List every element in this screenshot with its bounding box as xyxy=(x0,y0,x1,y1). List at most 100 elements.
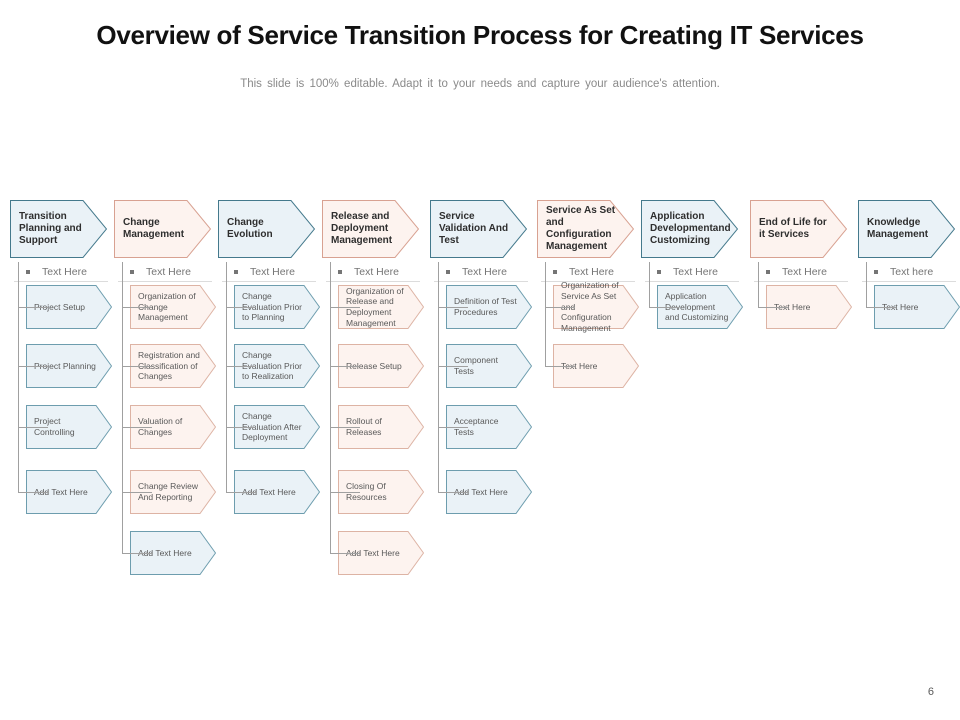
connector-branch-line xyxy=(438,307,468,308)
stage-bullet-item[interactable]: Text Here xyxy=(14,263,110,280)
substep-arrow[interactable]: Add Text Here xyxy=(338,531,424,575)
stage-header-arrow[interactable]: Change Evolution xyxy=(218,200,315,258)
stage-header-arrow[interactable]: Release and Deployment Management xyxy=(322,200,419,258)
stage-header-arrow[interactable]: Knowledge Management xyxy=(858,200,955,258)
connector-branch-line xyxy=(545,307,575,308)
stage-header-arrow-label: Application Developmentand Customizing xyxy=(650,211,731,246)
substep-arrow-label: Rollout of Releases xyxy=(346,416,382,437)
substep-arrow[interactable]: Change Evaluation After Deployment xyxy=(234,405,320,449)
substep-arrow[interactable]: Add Text Here xyxy=(234,470,320,514)
arrow-shape xyxy=(446,405,532,449)
substep-arrow[interactable]: Project Planning xyxy=(26,344,112,388)
stage-bullet-item[interactable]: Text Here xyxy=(645,263,741,280)
substep-arrow[interactable]: Change Evaluation Prior to Realization xyxy=(234,344,320,388)
substep-arrow[interactable]: Change Evaluation Prior to Planning xyxy=(234,285,320,329)
substep-arrow-label: Add Text Here xyxy=(346,547,400,558)
substep-arrow-label: Project Setup xyxy=(34,301,86,312)
stage-header-arrow[interactable]: Service As Set and Configuration Managem… xyxy=(537,200,634,258)
stage-header-arrow[interactable]: Transition Planning and Support xyxy=(10,200,107,258)
bullet-square-icon xyxy=(874,269,878,274)
arrow-shape xyxy=(322,200,419,258)
divider-line xyxy=(754,281,848,282)
substep-arrow-label: Change Evaluation Prior to Planning xyxy=(242,291,303,323)
page-title[interactable]: Overview of Service Transition Process f… xyxy=(96,20,864,50)
connector-branch-line xyxy=(18,427,48,428)
substep-arrow[interactable]: Organization of Change Management xyxy=(130,285,216,329)
arrow-shape xyxy=(446,285,532,329)
connector-trunk-line xyxy=(226,262,227,492)
page-number: 6 xyxy=(927,686,934,698)
substep-arrow-label: Application Development and Customizing xyxy=(665,291,729,323)
arrow-shape xyxy=(10,200,107,258)
substep-arrow[interactable]: Add Text Here xyxy=(446,470,532,514)
arrow-shape xyxy=(750,200,847,258)
divider-line xyxy=(118,281,212,282)
substep-arrow-label: Closing Of Resources xyxy=(346,481,387,502)
substep-arrow[interactable]: Add Text Here xyxy=(130,531,216,575)
stage-header-arrow-label: Service As Set and Configuration Managem… xyxy=(546,205,616,252)
arrow-shape xyxy=(130,285,216,329)
substep-arrow[interactable]: Acceptance Tests xyxy=(446,405,532,449)
stage-header-arrow-label: Release and Deployment Management xyxy=(331,211,393,246)
substep-arrow[interactable]: Closing Of Resources xyxy=(338,470,424,514)
substep-arrow-label: Component Tests xyxy=(454,355,498,376)
substep-arrow[interactable]: Organization of Service As Set and Confi… xyxy=(553,280,639,333)
stage-header-arrow-label: Knowledge Management xyxy=(867,217,929,240)
stage-bullet-item[interactable]: Text Here xyxy=(434,263,530,280)
stage-bullet-item[interactable]: Text Here xyxy=(222,263,318,280)
substep-arrow[interactable]: Component Tests xyxy=(446,344,532,388)
stage-header-arrow[interactable]: End of Life for it Services xyxy=(750,200,847,258)
substep-arrow[interactable]: Registration and Classification of Chang… xyxy=(130,344,216,388)
stage-header-arrow[interactable]: Application Developmentand Customizing xyxy=(641,200,738,258)
stage-header-arrow[interactable]: Service Validation And Test xyxy=(430,200,527,258)
substep-arrow[interactable]: Text Here xyxy=(874,285,960,329)
connector-branch-line xyxy=(18,366,48,367)
substep-arrow[interactable]: Definition of Test Procedures xyxy=(446,285,532,329)
connector-branch-line xyxy=(330,307,360,308)
substep-arrow[interactable]: Project Setup xyxy=(26,285,112,329)
arrow-shape xyxy=(446,470,532,514)
stage-bullet-item[interactable]: Text Here xyxy=(326,263,422,280)
bullet-label: Text Here xyxy=(250,265,295,278)
substep-arrow[interactable]: Release Setup xyxy=(338,344,424,388)
connector-branch-line xyxy=(226,427,256,428)
substep-arrow[interactable]: Project Controlling xyxy=(26,405,112,449)
slide-subtitle[interactable]: This slide is 100% editable. Adapt it to… xyxy=(240,78,720,90)
substep-arrow[interactable]: Text Here xyxy=(766,285,852,329)
divider-line xyxy=(862,281,956,282)
divider-line xyxy=(434,281,528,282)
stage-header-arrow-label: End of Life for it Services xyxy=(759,217,827,240)
stage-bullet-item[interactable]: Text Here xyxy=(118,263,214,280)
arrow-shape xyxy=(130,405,216,449)
connector-branch-line xyxy=(330,492,360,493)
connector-branch-line xyxy=(438,366,468,367)
stage-bullet-item[interactable]: Text Here xyxy=(754,263,850,280)
connector-branch-line xyxy=(18,307,48,308)
substep-arrow[interactable]: Rollout of Releases xyxy=(338,405,424,449)
stage-header-arrow[interactable]: Change Management xyxy=(114,200,211,258)
substep-arrow[interactable]: Organization of Release and Deployment M… xyxy=(338,285,424,329)
bullet-square-icon xyxy=(553,269,557,274)
substep-arrow-label: Organization of Service As Set and Confi… xyxy=(561,280,619,333)
substep-arrow[interactable]: Text Here xyxy=(553,344,639,388)
substep-arrow[interactable]: Add Text Here xyxy=(26,470,112,514)
connector-trunk-line xyxy=(438,262,439,492)
arrow-shape xyxy=(130,344,216,388)
substep-arrow[interactable]: Valuation of Changes xyxy=(130,405,216,449)
substep-arrow[interactable]: Application Development and Customizing xyxy=(657,285,743,329)
stage-bullet-item[interactable]: Text here xyxy=(862,263,958,280)
process-column: Service As Set and Configuration Managem… xyxy=(537,200,643,600)
connector-branch-line xyxy=(438,427,468,428)
connector-branch-line xyxy=(545,366,575,367)
bullet-square-icon xyxy=(446,269,450,274)
arrow-shape xyxy=(26,285,112,329)
arrow-shape xyxy=(218,200,315,258)
substep-arrow-label: Release Setup xyxy=(346,360,402,371)
stage-bullet-item[interactable]: Text Here xyxy=(541,263,637,280)
substep-arrow[interactable]: Change Review And Reporting xyxy=(130,470,216,514)
arrow-shape xyxy=(553,344,639,388)
substep-arrow-label: Valuation of Changes xyxy=(138,416,183,437)
